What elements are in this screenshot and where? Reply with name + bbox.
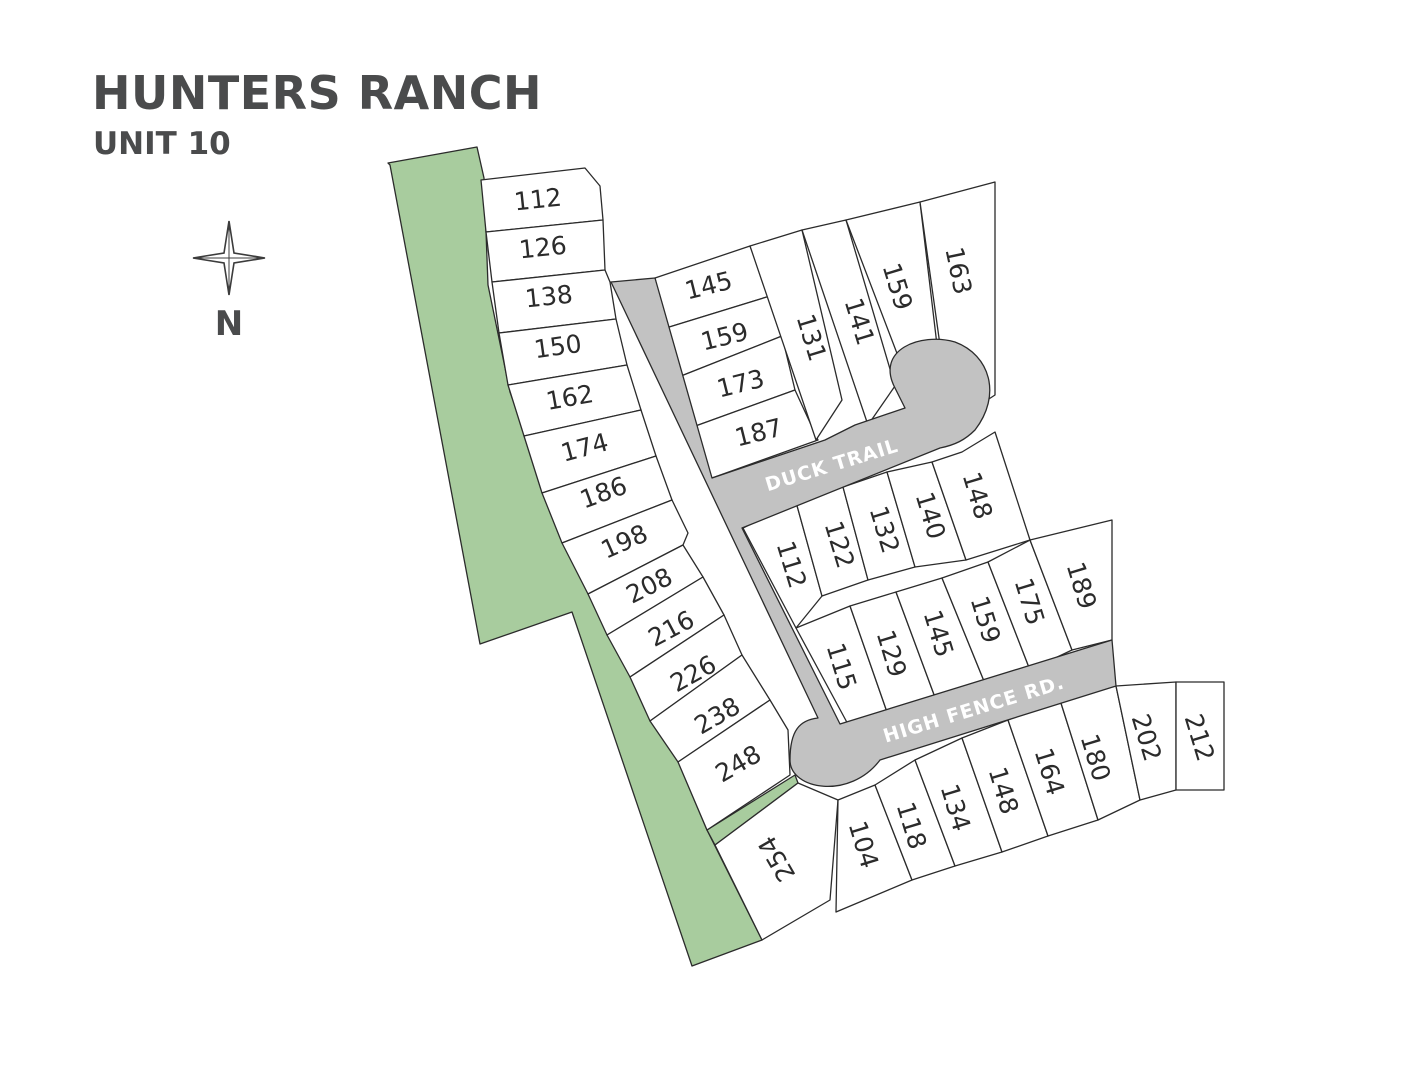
road-hunters-camp: [610, 277, 1117, 787]
lot-number-west-row-3: 150: [532, 329, 583, 364]
lot-number-west-row-0: 112: [513, 183, 563, 217]
north-compass-icon: N: [192, 220, 266, 344]
road-network: [610, 277, 1117, 787]
west-lots: [480, 167, 791, 831]
lot-number-west-row-2: 138: [524, 280, 574, 314]
north-label: N: [215, 304, 243, 344]
south-lots: [714, 681, 1225, 941]
north-lots: [654, 181, 996, 479]
middle-south-lots: [795, 519, 1113, 729]
middle-north-lots: [742, 431, 1031, 629]
map-subtitle: UNIT 10: [93, 126, 231, 162]
map-title: HUNTERS RANCH: [92, 66, 542, 120]
lot-number-west-row-1: 126: [518, 231, 568, 265]
